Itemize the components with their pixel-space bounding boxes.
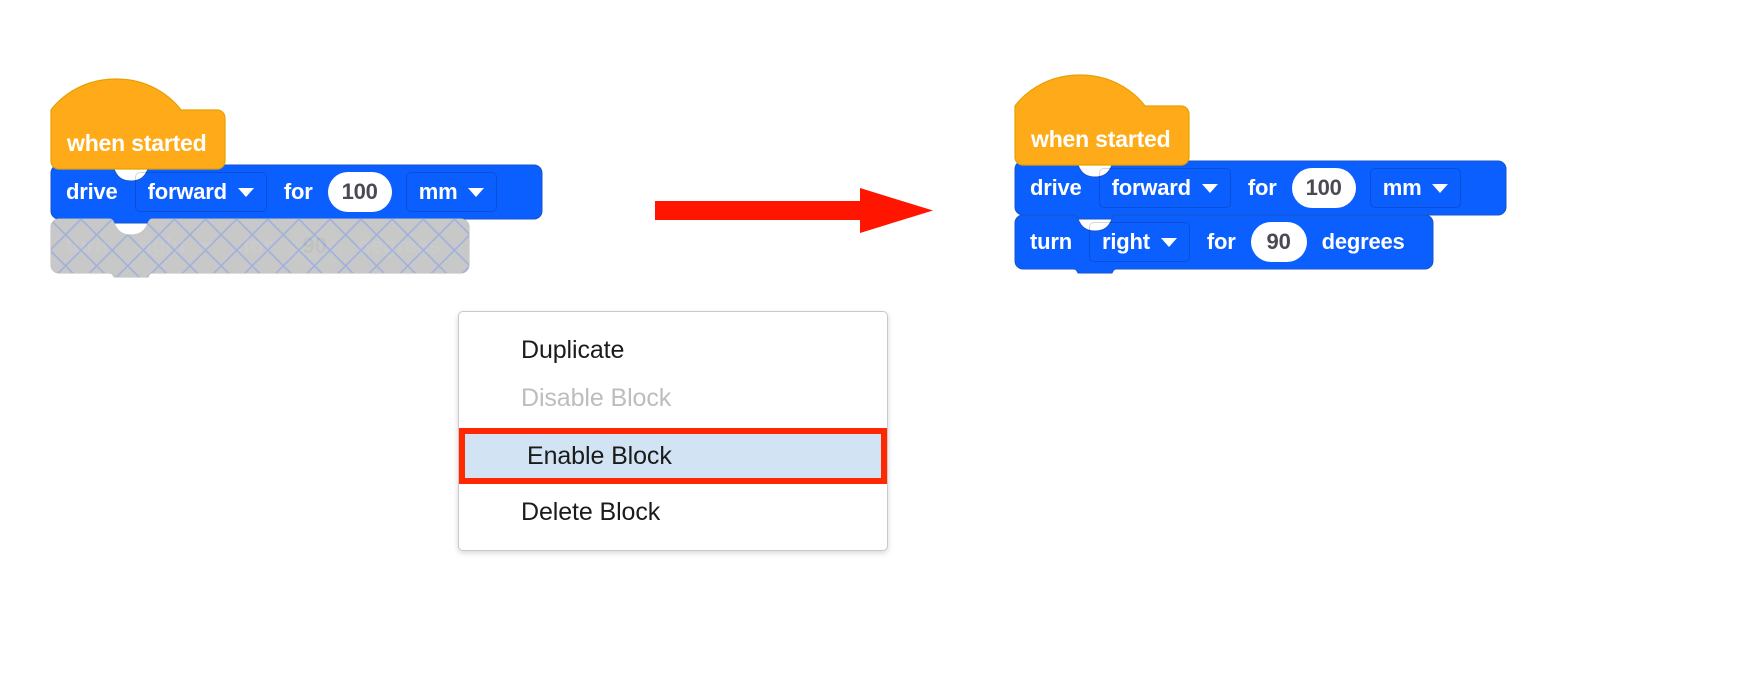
turn-direction-dropdown[interactable]: right <box>124 226 226 266</box>
drive-for-label: for <box>283 179 313 204</box>
block-context-menu: Duplicate Disable Block Enable Block Del… <box>458 311 888 551</box>
drive-label: drive <box>1030 175 1082 200</box>
turn-degrees-label: degrees <box>1321 229 1405 254</box>
drive-units-value: mm <box>418 179 458 204</box>
drive-block[interactable]: drive forward for 100 mm <box>1014 160 1507 220</box>
drive-units-dropdown[interactable]: mm <box>405 172 498 212</box>
drive-direction-value: forward <box>147 179 227 204</box>
turn-angle-input[interactable]: 90 <box>286 226 343 266</box>
turn-angle-value: 90 <box>302 233 327 258</box>
turn-degrees-label: degrees <box>357 233 441 258</box>
drive-block-row: drive forward for 100 mm <box>1014 160 1469 216</box>
turn-block-row: turn right for 90 degrees <box>1014 214 1414 270</box>
hat-block-shape <box>1014 74 1190 166</box>
context-menu-item-delete-block[interactable]: Delete Block <box>521 497 661 526</box>
turn-direction-value: right <box>1101 229 1150 254</box>
chevron-down-icon <box>468 187 485 197</box>
drive-block-row: drive forward for 100 mm <box>50 164 505 220</box>
when-started-hat-block[interactable]: when started <box>50 78 226 170</box>
chevron-down-icon <box>1432 183 1449 193</box>
right-arrow-annotation <box>655 188 933 233</box>
drive-direction-value: forward <box>1111 175 1191 200</box>
turn-label: turn <box>1030 229 1072 254</box>
turn-block-shape <box>1014 214 1434 274</box>
turn-block-disabled[interactable]: turn right for 90 degrees <box>50 218 470 278</box>
when-started-hat-block[interactable]: when started <box>1014 74 1190 166</box>
chevron-down-icon <box>1160 237 1177 247</box>
turn-direction-value: right <box>137 233 186 258</box>
drive-for-label: for <box>1247 175 1277 200</box>
context-menu-item-enable-block-highlight: Enable Block <box>459 428 887 484</box>
chevron-down-icon <box>196 241 213 251</box>
hat-block-shape <box>50 78 226 170</box>
after-state-block-stack: when started drive forward for 100 mm <box>1014 74 1507 274</box>
drive-block[interactable]: drive forward for 100 mm <box>50 164 543 224</box>
turn-for-label: for <box>1206 229 1236 254</box>
before-state-block-stack: when started drive forward for 100 mm <box>50 78 543 278</box>
context-menu-item-disable-block: Disable Block <box>521 383 672 412</box>
turn-label: turn <box>66 233 108 258</box>
chevron-down-icon <box>1201 183 1218 193</box>
drive-direction-dropdown[interactable]: forward <box>1098 168 1231 208</box>
turn-block-row: turn right for 90 degrees <box>50 218 450 274</box>
drive-units-value: mm <box>1382 175 1422 200</box>
context-menu-item-enable-block[interactable]: Enable Block <box>465 434 881 478</box>
turn-direction-dropdown[interactable]: right <box>1088 222 1190 262</box>
turn-angle-value: 90 <box>1266 229 1291 254</box>
drive-distance-value: 100 <box>1305 175 1342 200</box>
turn-angle-input[interactable]: 90 <box>1250 222 1307 262</box>
context-menu-item-duplicate[interactable]: Duplicate <box>521 335 625 364</box>
turn-for-label: for <box>242 233 272 258</box>
drive-direction-dropdown[interactable]: forward <box>134 172 267 212</box>
hat-block-label: when started <box>1031 126 1171 152</box>
drive-units-dropdown[interactable]: mm <box>1369 168 1462 208</box>
turn-block-enabled[interactable]: turn right for 90 degrees <box>1014 214 1434 274</box>
hat-block-label: when started <box>67 130 207 156</box>
drive-label: drive <box>66 179 118 204</box>
drive-distance-input[interactable]: 100 <box>1291 168 1356 208</box>
drive-distance-value: 100 <box>341 179 378 204</box>
chevron-down-icon <box>237 187 254 197</box>
drive-distance-input[interactable]: 100 <box>327 172 392 212</box>
